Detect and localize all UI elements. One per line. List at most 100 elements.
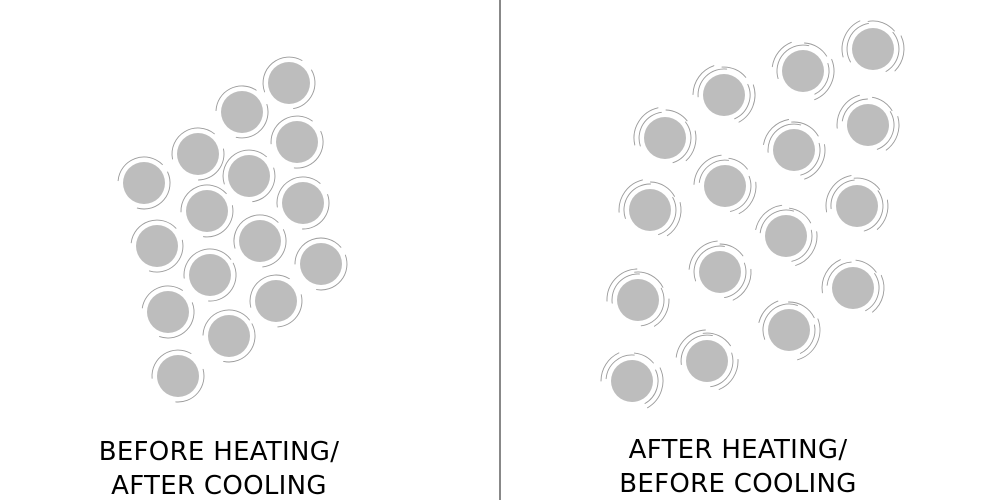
hot-particle [771, 41, 835, 101]
motion-line [171, 127, 215, 160]
motion-line [732, 268, 752, 301]
motion-line [791, 121, 819, 137]
cold-particle [130, 219, 184, 273]
motion-line [814, 62, 830, 95]
motion-line [734, 83, 751, 120]
hot-particle-body [704, 165, 746, 207]
motion-line [841, 20, 861, 58]
hot-particle-body [686, 340, 728, 382]
cold-particle [276, 176, 330, 230]
motion-line [697, 68, 728, 98]
motion-line [800, 142, 821, 176]
motion-line [841, 98, 868, 122]
motion-line [771, 41, 792, 68]
hot-particle [693, 154, 757, 215]
hot-particle-body [703, 74, 745, 116]
motion-line [223, 323, 256, 363]
motion-line [826, 261, 852, 286]
motion-line [693, 245, 725, 282]
motion-line [148, 239, 184, 273]
motion-line [876, 199, 889, 230]
motion-line [647, 367, 664, 409]
hot-particle [633, 107, 697, 164]
motion-line [738, 181, 757, 215]
motion-line [136, 171, 171, 210]
motion-line [797, 318, 821, 361]
motion-line [729, 175, 752, 212]
motion-line [685, 130, 697, 162]
motion-line [175, 368, 205, 403]
motion-line [871, 96, 893, 112]
motion-line [718, 358, 739, 390]
motion-line [814, 58, 835, 101]
cold-particle [117, 156, 171, 210]
motion-line [885, 31, 900, 72]
motion-line [702, 332, 731, 347]
motion-line [863, 190, 884, 232]
hot-particle-body [836, 185, 878, 227]
motion-line [804, 144, 826, 180]
motion-line [721, 66, 747, 78]
cold-particle-body [189, 254, 231, 296]
motion-line [791, 229, 813, 262]
hot-particle-body [611, 360, 653, 402]
motion-line [853, 177, 881, 190]
motion-line [763, 119, 790, 146]
motion-line [262, 229, 287, 268]
motion-line [675, 329, 706, 358]
motion-line [855, 259, 877, 273]
cold-particle [249, 274, 303, 328]
motion-line [130, 219, 177, 244]
motion-line [198, 148, 225, 181]
motion-line [738, 84, 756, 123]
motion-line [821, 259, 841, 294]
motion-line [894, 35, 905, 72]
cold-particle-body [255, 280, 297, 322]
hot-particle-body [773, 129, 815, 171]
motion-line [804, 42, 828, 57]
before-heating-caption-line-2: AFTER COOLING [111, 471, 327, 501]
after-heating-caption-line-1: AFTER HEATING/ [628, 435, 848, 465]
hot-particle [755, 204, 818, 266]
motion-line [623, 183, 651, 219]
hot-particle-body [617, 279, 659, 321]
motion-line [270, 115, 313, 145]
motion-line [758, 300, 779, 323]
after-heating-caption: AFTER HEATING/ BEFORE COOLING [558, 433, 918, 501]
hot-particle [618, 179, 682, 237]
motion-line [876, 111, 895, 150]
motion-line [788, 207, 812, 224]
motion-line [633, 107, 659, 146]
cold-particle-body [239, 220, 281, 262]
motion-line [698, 159, 730, 183]
motion-line [606, 268, 638, 302]
cold-particle-body [300, 243, 342, 285]
motion-line [222, 149, 267, 185]
cold-particle-body [228, 155, 270, 197]
motion-line [633, 352, 654, 364]
motion-line [277, 294, 303, 328]
motion-line [693, 154, 722, 185]
cold-particle-body [147, 291, 189, 333]
motion-line [293, 69, 316, 110]
motion-line [724, 262, 747, 299]
cold-particle [180, 184, 234, 238]
motion-line [252, 167, 276, 203]
hot-particle [841, 20, 905, 72]
motion-line [650, 181, 675, 197]
motion-line [262, 56, 303, 93]
motion-line [865, 273, 880, 312]
motion-line [658, 196, 677, 236]
motion-line [293, 130, 324, 169]
motion-line [634, 271, 664, 288]
motion-line [644, 369, 659, 404]
hot-particle [821, 259, 885, 313]
motion-line [885, 116, 900, 151]
motion-line [846, 22, 869, 63]
cold-particle [233, 214, 287, 268]
after-heating-caption-line-2: BEFORE COOLING [619, 469, 857, 499]
motion-line [776, 44, 810, 80]
motion-line [117, 156, 163, 182]
motion-line [653, 298, 670, 327]
hot-particle-body [768, 309, 810, 351]
